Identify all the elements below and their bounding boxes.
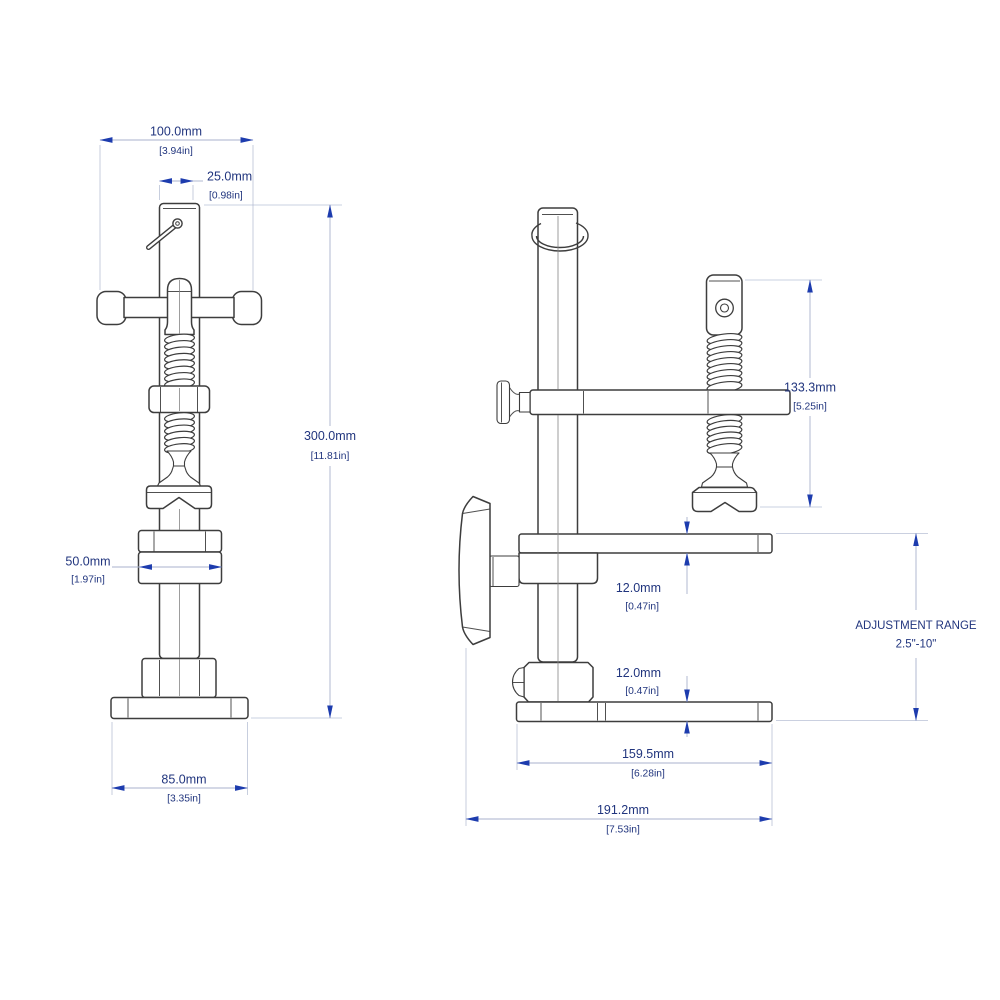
dim-label-in: [0.47in] <box>625 602 659 613</box>
dim-label: 100.0mm <box>150 125 202 139</box>
arm-knob <box>496 380 511 425</box>
dim-label: 300.0mm <box>304 429 356 443</box>
pin-head-ring <box>175 221 180 226</box>
work-plate <box>518 533 773 554</box>
side-swivel-cone <box>700 466 749 488</box>
dim-handle-width: 100.0mm [3.94in] <box>99 125 254 290</box>
base-flange <box>110 696 249 720</box>
upper-spring <box>163 333 196 390</box>
handwheel <box>458 495 491 646</box>
dim-screw-height: 133.3mm [5.25in] <box>745 279 836 508</box>
dim-label: 133.3mm <box>784 381 836 395</box>
t-handle-left-cap <box>96 290 127 326</box>
base-plate <box>515 701 773 723</box>
tommy-bar-hole <box>715 298 734 318</box>
dim-label-in: [5.25in] <box>793 402 827 413</box>
side-view <box>458 207 791 723</box>
dim-arm-thickness: 12.0mm [0.47in] <box>616 517 690 613</box>
dim-label: 25.0mm <box>207 170 252 184</box>
dim-label: 50.0mm <box>65 555 110 569</box>
dim-base-plate-length: 159.5mm [6.28in] <box>516 724 773 780</box>
dim-label-in: [0.98in] <box>209 191 243 202</box>
dim-label-in: [11.81in] <box>311 451 350 462</box>
dim-overall-height: 300.0mm [11.81in] <box>204 204 356 719</box>
dim-label-in: [3.35in] <box>167 794 201 805</box>
dim-base-plate-thickness: 12.0mm [0.47in] <box>616 666 690 737</box>
lower-spring <box>163 412 196 454</box>
front-view <box>96 202 263 720</box>
t-handle-right-cap <box>231 290 263 326</box>
dim-label: 191.2mm <box>597 803 649 817</box>
arm-knob-collar <box>518 391 531 413</box>
side-swivel-neck <box>709 452 740 468</box>
dim-label-in: [0.47in] <box>625 686 659 697</box>
dim-label: 12.0mm <box>616 581 661 595</box>
adjustment-range-value: 2.5"-10" <box>896 639 937 651</box>
dim-label: 85.0mm <box>161 773 206 787</box>
hanging-ring <box>531 222 589 252</box>
dim-post-width: 25.0mm [0.98in] <box>158 170 252 202</box>
clamp-arm <box>529 389 791 416</box>
socket-block <box>523 661 594 703</box>
dim-label: 159.5mm <box>622 747 674 761</box>
dim-overall-depth: 191.2mm [7.53in] <box>465 648 773 836</box>
screw-spring-upper <box>706 332 743 394</box>
side-clamp-pad <box>691 486 758 513</box>
clamp-pad <box>145 485 213 510</box>
dim-label-in: [3.94in] <box>159 146 193 157</box>
dim-label-in: [6.28in] <box>631 769 665 780</box>
dim-base-width: 85.0mm [3.35in] <box>111 722 249 805</box>
pin-head <box>172 218 183 229</box>
main-cylinder <box>137 551 223 585</box>
handwheel-bottom-facet <box>462 626 491 632</box>
retaining-pin <box>146 218 183 250</box>
handwheel-hub <box>488 555 520 588</box>
dim-adjustment-range: ADJUSTMENT RANGE 2.5"-10" <box>776 532 977 722</box>
dim-label-in: [1.97in] <box>71 575 105 586</box>
base-block <box>141 657 217 699</box>
handwheel-top-facet <box>462 508 491 514</box>
dim-label: 12.0mm <box>616 666 661 680</box>
dim-cylinder-width: 50.0mm [1.97in] <box>65 555 223 586</box>
tommy-bar-hole-inner <box>719 303 730 313</box>
collar-flange <box>137 529 223 553</box>
screw-spring-lower <box>706 413 743 456</box>
dim-label-in: [7.53in] <box>606 825 640 836</box>
adjustment-range-label: ADJUSTMENT RANGE <box>855 620 977 632</box>
